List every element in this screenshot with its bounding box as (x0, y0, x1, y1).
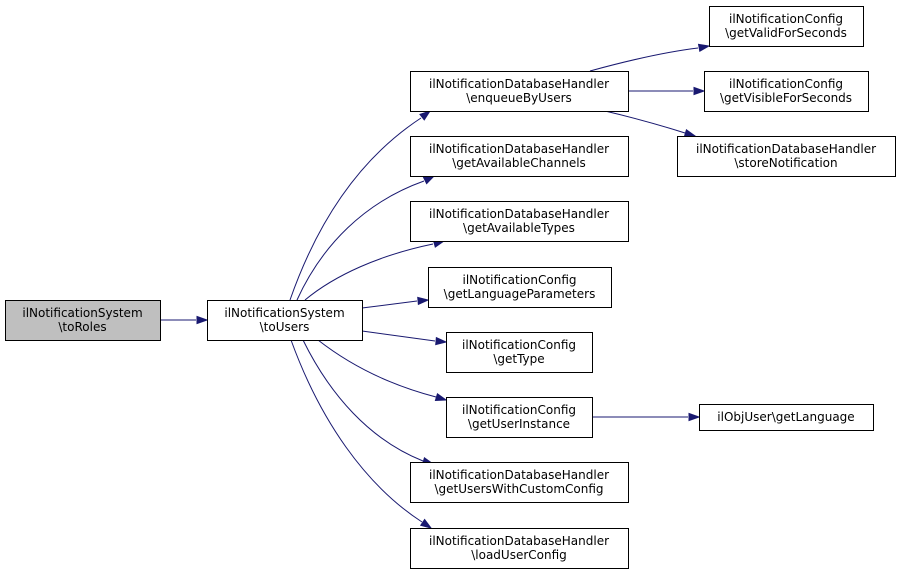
edge-toUsers-to-enqueueByUsers (289, 110, 432, 301)
arrowhead-icon (688, 412, 701, 422)
node-loadUserConfig[interactable]: ilNotificationDatabaseHandler\loadUserCo… (410, 528, 629, 569)
node-label-line: ilNotificationDatabaseHandler (429, 142, 609, 156)
node-label-line: ilNotificationDatabaseHandler (429, 77, 609, 91)
node-getAvailableTypes[interactable]: ilNotificationDatabaseHandler\getAvailab… (410, 201, 629, 242)
node-label-line: ilNotificationConfig (462, 338, 576, 352)
node-label-line: \getUsersWithCustomConfig (434, 482, 603, 496)
node-getVisibleForSeconds[interactable]: ilNotificationConfig\getVisibleForSecond… (704, 71, 869, 112)
node-toUsers[interactable]: ilNotificationSystem\toUsers (207, 300, 363, 341)
node-label-line: \getType (493, 352, 544, 366)
edge-line (289, 117, 422, 301)
edge-toUsers-to-getUsersWithCustomConfig (302, 339, 435, 466)
edge-toUsers-to-getAvailableTypes (304, 239, 446, 301)
node-box (699, 404, 874, 431)
node-label-line: ilNotificationDatabaseHandler (429, 207, 609, 221)
node-label-line: ilNotificationDatabaseHandler (429, 534, 609, 548)
node-box (410, 462, 629, 503)
edge-enqueueByUsers-to-storeNotification (604, 110, 697, 138)
arrowhead-icon (683, 128, 697, 138)
node-label-line: \enqueueByUsers (466, 91, 572, 105)
node-label-line: \toRoles (58, 320, 106, 334)
node-box (207, 300, 363, 341)
node-box (704, 71, 869, 112)
node-label-line: \getAvailableChannels (452, 156, 586, 170)
node-storeNotification[interactable]: ilNotificationDatabaseHandler\storeNotif… (677, 136, 896, 177)
node-getAvailableChannels[interactable]: ilNotificationDatabaseHandler\getAvailab… (410, 136, 629, 177)
node-root[interactable]: ilNotificationSystem\toRoles (5, 300, 161, 341)
edge-toUsers-to-loadUserConfig (290, 339, 433, 529)
edge-line (604, 110, 686, 134)
edge-getUserInstance-to-getLanguage (592, 412, 701, 422)
node-label-line: \getLanguageParameters (444, 287, 596, 301)
node-label-line: \getValidForSeconds (725, 26, 847, 40)
node-box (446, 397, 593, 438)
arrowhead-icon (417, 296, 430, 306)
edge-root-to-toUsers (160, 315, 209, 325)
node-label-line: ilNotificationConfig (462, 403, 576, 417)
node-box (410, 136, 629, 177)
node-box (428, 267, 612, 308)
node-label-line: \getVisibleForSeconds (720, 91, 852, 105)
node-box (709, 6, 864, 47)
edge-toUsers-to-getLanguageParameters (361, 296, 430, 309)
node-box (410, 528, 629, 569)
edge-toUsers-to-getUserInstance (317, 339, 448, 402)
edge-line (296, 180, 425, 301)
node-label-line: \getAvailableTypes (463, 221, 575, 235)
edge-toUsers-to-getType (361, 330, 448, 346)
edge-line (361, 300, 418, 309)
node-label-line: ilNotificationSystem (224, 306, 344, 320)
node-box (5, 300, 161, 341)
node-label-line: ilObjUser\getLanguage (717, 410, 854, 424)
node-label-line: ilNotificationConfig (462, 273, 576, 287)
arrowhead-icon (422, 175, 436, 185)
edge-line (290, 339, 423, 523)
node-box (446, 332, 593, 373)
edge-line (361, 330, 436, 342)
edge-line (302, 339, 424, 462)
node-getUserInstance[interactable]: ilNotificationConfig\getUserInstance (446, 397, 593, 438)
node-getType[interactable]: ilNotificationConfig\getType (446, 332, 593, 373)
arrowhead-icon (697, 43, 711, 53)
node-label-line: \toUsers (260, 320, 310, 334)
arrowhead-icon (434, 392, 448, 402)
edge-enqueueByUsers-to-getVisibleForSeconds (628, 86, 706, 96)
node-label-line: ilNotificationDatabaseHandler (429, 468, 609, 482)
edge-line (304, 243, 434, 301)
node-label-line: \storeNotification (734, 156, 837, 170)
edge-line (589, 47, 699, 72)
node-label-line: ilNotificationDatabaseHandler (696, 142, 876, 156)
node-getLanguageParameters[interactable]: ilNotificationConfig\getLanguageParamete… (428, 267, 612, 308)
arrowhead-icon (419, 110, 432, 121)
node-getUsersWithCustomConfig[interactable]: ilNotificationDatabaseHandler\getUsersWi… (410, 462, 629, 503)
edges-layer (160, 43, 711, 529)
node-label-line: \loadUserConfig (471, 548, 567, 562)
node-getValidForSeconds[interactable]: ilNotificationConfig\getValidForSeconds (709, 6, 864, 47)
node-label-line: \getUserInstance (468, 417, 570, 431)
node-getLanguage[interactable]: ilObjUser\getLanguage (699, 404, 874, 431)
node-box (677, 136, 896, 177)
arrowhead-icon (435, 336, 448, 346)
node-box (410, 201, 629, 242)
edge-enqueueByUsers-to-getValidForSeconds (589, 43, 711, 72)
arrowhead-icon (419, 518, 433, 529)
node-box (410, 71, 629, 112)
edge-line (317, 339, 437, 398)
node-enqueueByUsers[interactable]: ilNotificationDatabaseHandler\enqueueByU… (410, 71, 629, 112)
arrowhead-icon (693, 86, 706, 96)
arrowhead-icon (196, 315, 209, 325)
node-label-line: ilNotificationSystem (22, 306, 142, 320)
node-label-line: ilNotificationConfig (729, 12, 843, 26)
node-label-line: ilNotificationConfig (729, 77, 843, 91)
nodes-layer: ilNotificationSystem\toRolesilNotificati… (5, 6, 896, 569)
